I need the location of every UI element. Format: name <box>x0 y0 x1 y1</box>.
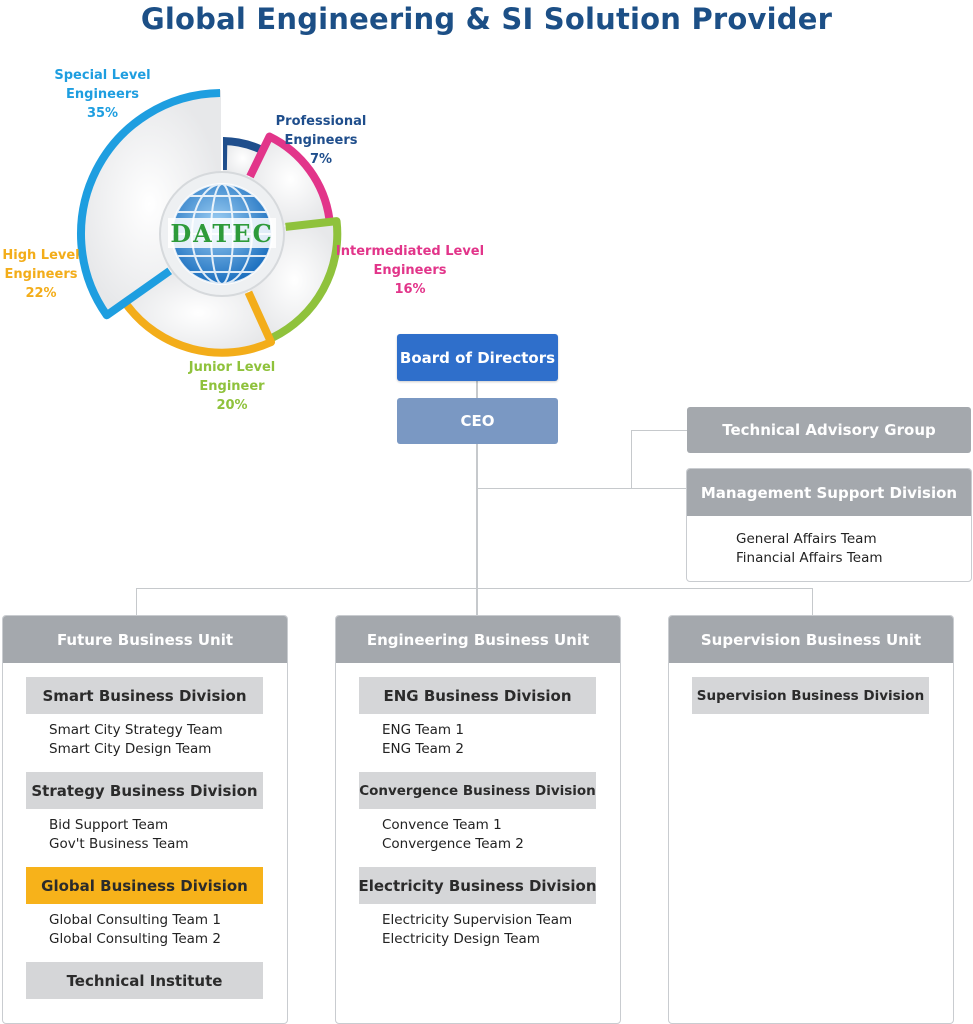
connector-line <box>476 381 478 398</box>
connector-line <box>631 430 687 431</box>
team-item: General Affairs Team <box>736 531 877 547</box>
team-item: ENG Team 2 <box>382 741 464 757</box>
team-item: Bid Support Team <box>49 817 169 833</box>
technical-advisory-group-box: Technical Advisory Group <box>687 407 971 453</box>
team-item: Convence Team 1 <box>382 817 502 833</box>
division-bar: Strategy Business Division <box>26 772 263 809</box>
team-item: Global Consulting Team 2 <box>49 931 221 947</box>
unit-title: Engineering Business Unit <box>336 616 620 663</box>
label-line: Professional <box>275 114 367 129</box>
management-support-panel: Management Support Division General Affa… <box>686 468 972 582</box>
ceo-box: CEO <box>397 398 558 444</box>
team-item: Convergence Team 2 <box>382 836 524 852</box>
team-item: Electricity Supervision Team <box>382 912 573 928</box>
engineer-ratio-pie: DATEC <box>76 87 343 358</box>
label-line: Engineers <box>373 263 447 278</box>
label-line: Junior Level <box>188 360 276 375</box>
division-bar: ENG Business Division <box>359 677 596 714</box>
connector-line <box>477 488 687 489</box>
connector-line <box>631 430 632 489</box>
label-percent: 20% <box>216 398 248 413</box>
board-of-directors-box: Board of Directors <box>397 334 558 381</box>
label-professional: Professional Engineers 7% <box>262 112 380 169</box>
management-support-title: Management Support Division <box>687 469 971 516</box>
label-line: High Level <box>2 248 80 263</box>
label-junior-level: Junior Level Engineer 20% <box>170 358 294 415</box>
label-percent: 22% <box>25 286 57 301</box>
datec-logo: DATEC <box>159 171 285 297</box>
connector-line <box>136 588 137 615</box>
logo-text: DATEC <box>170 219 273 248</box>
unit-title: Future Business Unit <box>3 616 287 663</box>
label-line: Engineers <box>4 267 78 282</box>
connector-line <box>812 588 813 615</box>
pie-slice-band <box>77 89 221 320</box>
division-bar: Smart Business Division <box>26 677 263 714</box>
team-item: Global Consulting Team 1 <box>49 912 221 928</box>
label-high-level: High Level Engineers 22% <box>0 246 82 303</box>
pie-slice-band <box>218 137 263 171</box>
team-item: Smart City Design Team <box>49 741 212 757</box>
engineering-business-unit-panel: Engineering Business Unit ENG Business D… <box>335 615 621 1024</box>
label-percent: 7% <box>309 152 333 167</box>
division-bar-highlighted: Global Business Division <box>26 867 263 904</box>
division-bar: Convergence Business Division <box>359 772 596 809</box>
pie-slice-band <box>123 290 276 357</box>
team-item: Financial Affairs Team <box>736 550 883 566</box>
team-item: Electricity Design Team <box>382 931 540 947</box>
pie-slice-band <box>270 217 342 342</box>
connector-line <box>476 444 478 615</box>
label-line: Intermediated Level <box>335 244 485 259</box>
label-percent: 16% <box>394 282 426 297</box>
page-title: Global Engineering & SI Solution Provide… <box>140 2 833 36</box>
division-bar: Technical Institute <box>26 962 263 999</box>
label-line: Special Level <box>54 68 151 83</box>
team-item: Gov't Business Team <box>49 836 189 852</box>
label-line: Engineer <box>199 379 265 394</box>
label-intermediated-level: Intermediated Level Engineers 16% <box>330 242 490 299</box>
division-bar: Supervision Business Division <box>692 677 929 714</box>
unit-title: Supervision Business Unit <box>669 616 953 663</box>
team-item: ENG Team 1 <box>382 722 464 738</box>
team-item: Smart City Strategy Team <box>49 722 223 738</box>
label-line: Engineers <box>66 87 139 102</box>
connector-line <box>136 588 813 589</box>
supervision-business-unit-panel: Supervision Business Unit Supervision Bu… <box>668 615 954 1024</box>
future-business-unit-panel: Future Business Unit Smart Business Divi… <box>2 615 288 1024</box>
label-percent: 35% <box>86 106 119 121</box>
label-line: Engineers <box>284 133 358 148</box>
pie-slice-band <box>246 132 334 220</box>
division-bar: Electricity Business Division <box>358 867 597 904</box>
label-special-level: Special Level Engineers 35% <box>40 66 165 123</box>
